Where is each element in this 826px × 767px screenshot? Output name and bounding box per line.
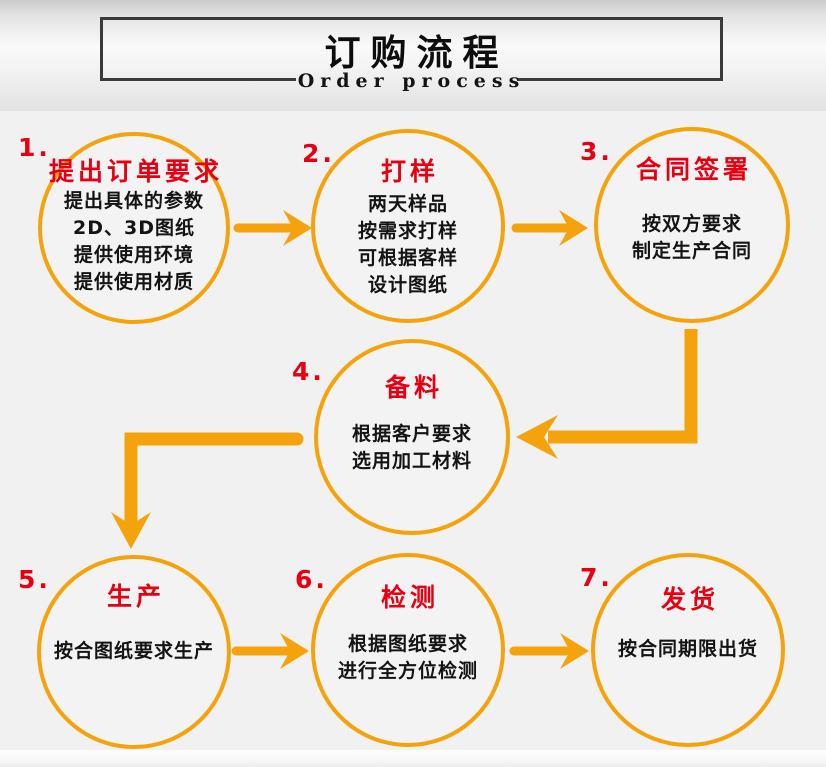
- step-title: 生产: [106, 582, 165, 611]
- step-circle-shipping: 发货 按合同期限出货: [591, 553, 785, 747]
- step-details: 提出具体的参数 2D、3D图纸 提供使用环境 提供使用材质: [64, 188, 204, 296]
- step-detail-line: 可根据客样: [357, 247, 458, 269]
- step-number-6: 6.: [295, 565, 328, 594]
- step-detail-line: 根据客户要求: [351, 423, 472, 445]
- step-circle-inspection: 检测 根据图纸要求 进行全方位检测: [311, 553, 505, 747]
- step-title: 打样: [380, 157, 439, 186]
- step-title: 发货: [660, 585, 719, 614]
- step-number-7: 7.: [580, 563, 613, 592]
- title-box-border-bottom-left: [100, 78, 296, 81]
- step-number-5: 5.: [18, 565, 51, 594]
- arrow-right-icon-step2-step3: [511, 210, 588, 246]
- step-detail-line: 两天样品: [367, 193, 448, 215]
- step-circle-order-requirements: 提出订单要求 提出具体的参数 2D、3D图纸 提供使用环境 提供使用材质: [38, 132, 230, 324]
- arrow-elbow-icon-step3-step4: [516, 329, 698, 459]
- footer-band: [0, 750, 826, 767]
- step-circle-contract-signing: 合同签署 按双方要求 制定生产合同: [594, 127, 790, 323]
- step-details: 按合图纸要求生产: [54, 638, 214, 665]
- step-title: 提出订单要求: [48, 157, 223, 186]
- step-number-2: 2.: [302, 139, 335, 168]
- header-title-box: 订购流程 Order process: [100, 17, 723, 92]
- step-detail-line: 选用加工材料: [351, 450, 472, 472]
- step-detail-line: 按合同期限出货: [617, 638, 758, 660]
- page-title: 订购流程: [324, 33, 509, 74]
- step-title: 备料: [384, 373, 443, 402]
- step-detail-line: 提供使用材质: [73, 271, 194, 293]
- step-detail-line: 根据图纸要求: [347, 633, 468, 655]
- title-box-border-left: [100, 17, 103, 81]
- arrow-elbow-icon-step4-step5: [111, 432, 304, 549]
- step-circle-production: 生产 按合图纸要求生产: [37, 555, 231, 749]
- step-number-4: 4.: [292, 357, 325, 386]
- page-subtitle: Order process: [297, 70, 526, 92]
- title-box-border-right: [720, 17, 723, 81]
- step-number-3: 3.: [580, 137, 613, 166]
- title-box-border-top: [100, 17, 723, 20]
- step-title: 合同签署: [635, 155, 752, 184]
- step-detail-line: 设计图纸: [367, 274, 448, 296]
- step-detail-line: 提供使用环境: [73, 244, 194, 266]
- step-details: 按合同期限出货: [618, 636, 758, 663]
- step-circle-sampling: 打样 两天样品 按需求打样 可根据客样 设计图纸: [311, 129, 505, 323]
- arrow-right-icon-step1-step2: [233, 210, 312, 246]
- step-detail-line: 按双方要求: [641, 213, 742, 235]
- step-detail-line: 按需求打样: [357, 220, 458, 242]
- step-details: 根据图纸要求 进行全方位检测: [338, 631, 478, 685]
- step-detail-line: 提出具体的参数: [63, 190, 204, 212]
- step-detail-line: 按合图纸要求生产: [53, 640, 214, 662]
- title-box-border-bottom-right: [517, 78, 723, 81]
- step-details: 两天样品 按需求打样 可根据客样 设计图纸: [358, 191, 458, 299]
- arrow-right-icon-step6-step7: [509, 633, 589, 669]
- step-detail-line: 制定生产合同: [631, 240, 752, 262]
- arrow-right-icon-step5-step6: [231, 633, 309, 669]
- step-number-1: 1.: [18, 133, 51, 162]
- step-circle-material-preparation: 备料 根据客户要求 选用加工材料: [314, 339, 510, 535]
- step-title: 检测: [380, 583, 439, 612]
- step-detail-line: 进行全方位检测: [337, 660, 478, 682]
- step-details: 按双方要求 制定生产合同: [632, 211, 752, 265]
- step-details: 根据客户要求 选用加工材料: [352, 421, 472, 475]
- step-detail-line: 2D、3D图纸: [73, 217, 195, 239]
